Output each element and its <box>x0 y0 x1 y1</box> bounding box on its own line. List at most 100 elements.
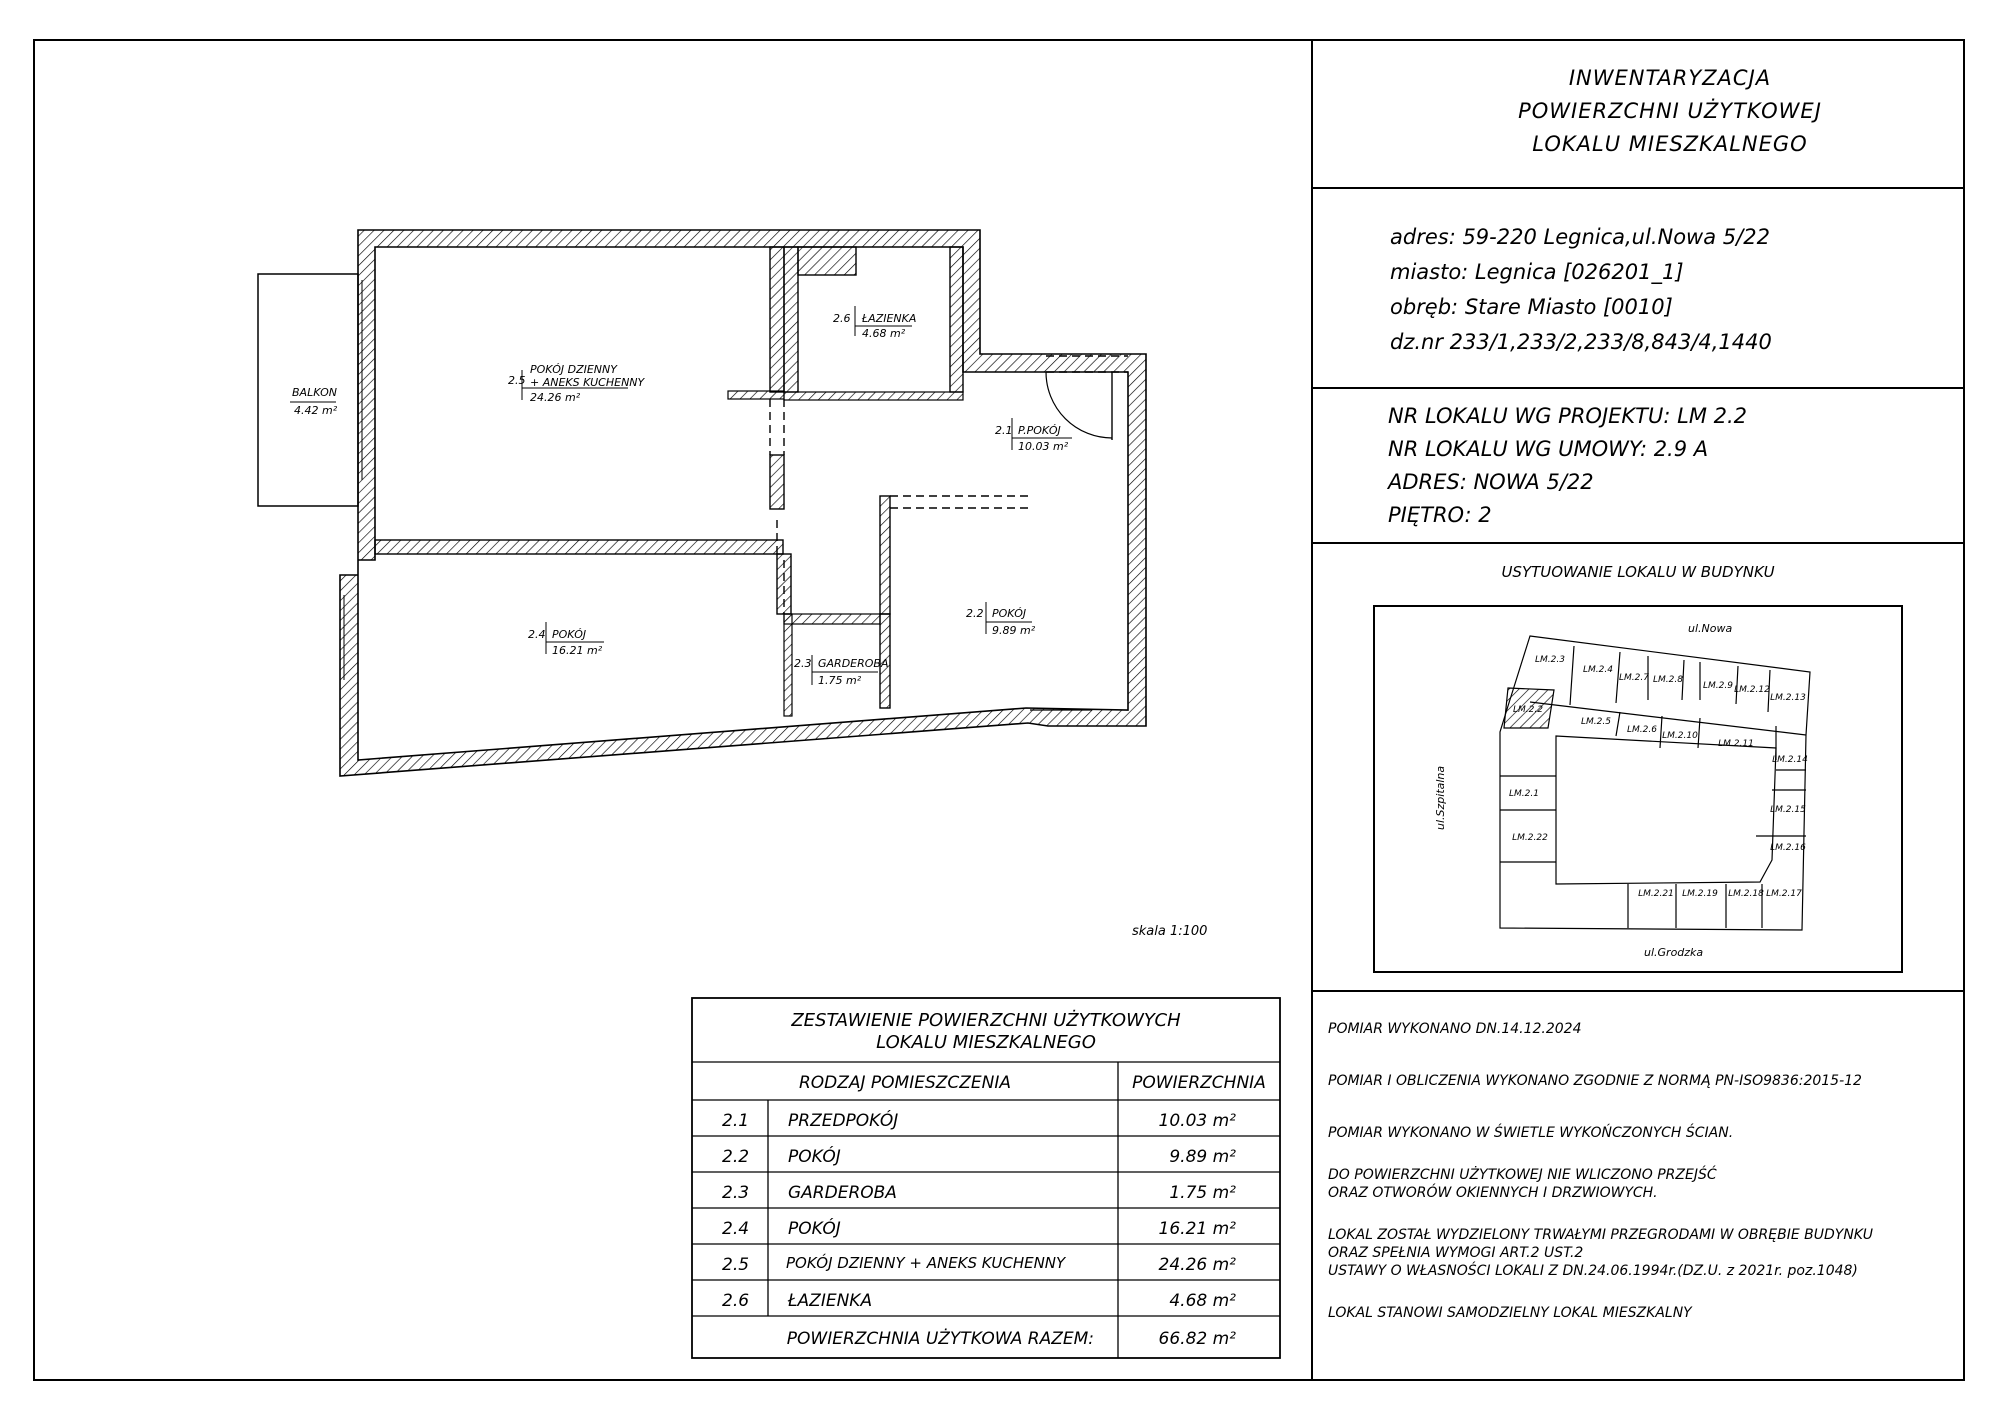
address-line: adres: 59-220 Legnica,ul.Nowa 5/22 <box>1390 225 1770 249</box>
interior-wall <box>727 390 785 400</box>
room-2-1-area: 10.03 m² <box>1018 440 1069 453</box>
map-unit-label: LM.2.8 <box>1653 675 1683 685</box>
street-top: ul.Nowa <box>1688 622 1732 635</box>
room-2-1-number: 2.1 <box>995 424 1013 437</box>
note-line: POMIAR WYKONANO DN.14.12.2024 <box>1328 1021 1582 1037</box>
map-unit-label: LM.2.12 <box>1734 685 1770 695</box>
title-line: INWENTARYZACJA <box>1568 66 1772 90</box>
interior-wall <box>769 454 785 510</box>
interior-wall <box>783 613 793 717</box>
map-unit-label: LM.2.21 <box>1638 889 1674 899</box>
address-line: miasto: Legnica [026201_1] <box>1390 260 1684 284</box>
total-label: POWIERZCHNIA UŻYTKOWA RAZEM: <box>787 1328 1094 1349</box>
room-2-6-number: 2.6 <box>833 312 851 325</box>
interior-wall <box>879 495 891 615</box>
map-unit-label: LM.2.7 <box>1619 673 1649 683</box>
room-2-4-number: 2.4 <box>528 628 546 641</box>
unit-info-line: ADRES: NOWA 5/22 <box>1388 470 1594 494</box>
row-name: GARDEROBA <box>788 1183 897 1203</box>
interior-wall <box>374 539 784 555</box>
map-unit-label: LM.2.2 <box>1513 705 1543 715</box>
room-2-3-area: 1.75 m² <box>818 674 862 687</box>
table-subtitle: LOKALU MIESZKALNEGO <box>876 1032 1096 1053</box>
map-unit-label: LM.2.9 <box>1703 681 1733 691</box>
street-left: ul.Szpitalna <box>1434 766 1447 830</box>
balcony-name: BALKON <box>292 386 337 399</box>
unit-info-line: PIĘTRO: 2 <box>1388 503 1492 527</box>
note-line: ORAZ OTWORÓW OKIENNYCH I DRZWIOWYCH. <box>1328 1185 1658 1201</box>
address-block: adres: 59-220 Legnica,ul.Nowa 5/22 miast… <box>1390 220 1772 360</box>
map-unit-label: LM.2.10 <box>1662 731 1698 741</box>
row-number: 2.6 <box>722 1291 749 1311</box>
room-2-4-name: POKÓJ <box>552 628 586 641</box>
map-unit-label: LM.2.13 <box>1770 693 1806 703</box>
room-2-6-area: 4.68 m² <box>862 327 906 340</box>
map-unit-label: LM.2.6 <box>1627 725 1657 735</box>
note-line: USTAWY O WŁASNOŚCI LOKALI Z DN.24.06.199… <box>1328 1263 1858 1279</box>
map-unit-label: LM.2.15 <box>1770 805 1806 815</box>
map-unit-label: LM.2.17 <box>1766 889 1802 899</box>
unit-info-line: NR LOKALU WG UMOWY: 2.9 A <box>1388 437 1709 461</box>
sheet-title: INWENTARYZACJA POWIERZCHNI UŻYTKOWEJ LOK… <box>1420 62 1920 161</box>
row-number: 2.4 <box>722 1219 749 1239</box>
sheet-frame <box>33 39 1965 1381</box>
total-value: 66.82 m² <box>1159 1329 1237 1349</box>
room-2-2-area: 9.89 m² <box>992 624 1036 637</box>
note-line: ORAZ SPEŁNIA WYMOGI ART.2 UST.2 <box>1328 1245 1584 1261</box>
interior-wall <box>949 246 964 393</box>
col-header-type: RODZAJ POMIESZCZENIA <box>799 1073 1011 1093</box>
location-map: LM.2.3 LM.2.4 LM.2.7 LM.2.8 LM.2.9 LM.2.… <box>1373 605 1903 973</box>
map-unit-label: LM.2.16 <box>1770 843 1806 853</box>
row-number: 2.5 <box>722 1255 749 1275</box>
location-title: USYTUOWANIE LOKALU W BUDYNKU <box>1501 563 1775 581</box>
row-area: 24.26 m² <box>1159 1255 1237 1275</box>
row-number: 2.3 <box>722 1183 749 1203</box>
map-unit-label: LM.2.1 <box>1509 789 1539 799</box>
room-2-3-name: GARDEROBA <box>818 657 889 670</box>
interior-wall <box>797 246 857 276</box>
unit-info-line: NR LOKALU WG PROJEKTU: LM 2.2 <box>1388 404 1748 428</box>
room-2-5-number: 2.5 <box>508 374 526 387</box>
room-2-1-name: P.POKÓJ <box>1018 424 1061 437</box>
row-name: PRZEDPOKÓJ <box>788 1109 898 1131</box>
title-line: POWIERZCHNI UŻYTKOWEJ <box>1518 99 1822 123</box>
room-2-5-area: 24.26 m² <box>530 391 581 404</box>
interior-wall <box>783 613 881 625</box>
address-line: obręb: Stare Miasto [0010] <box>1390 295 1673 319</box>
notes-block: POMIAR WYKONANO DN.14.12.2024 POMIAR I O… <box>1328 1020 1873 1322</box>
row-number: 2.2 <box>722 1147 749 1167</box>
row-name: POKÓJ <box>788 1217 841 1239</box>
row-area: 9.89 m² <box>1169 1147 1236 1167</box>
note-line: DO POWIERZCHNI UŻYTKOWEJ NIE WLICZONO PR… <box>1328 1167 1717 1183</box>
map-unit-label: LM.2.4 <box>1583 665 1613 675</box>
note-line: POMIAR WYKONANO W ŚWIETLE WYKOŃCZONYCH Ś… <box>1328 1125 1734 1141</box>
interior-wall <box>769 246 785 393</box>
note-line: POMIAR I OBLICZENIA WYKONANO ZGODNIE Z N… <box>1328 1073 1862 1089</box>
street-bottom: ul.Grodzka <box>1644 946 1703 959</box>
row-number: 2.1 <box>722 1111 749 1131</box>
area-table: ZESTAWIENIE POWIERZCHNI UŻYTKOWYCH LOKAL… <box>691 997 1281 1359</box>
room-2-2-number: 2.2 <box>966 607 984 620</box>
row-name: POKÓJ <box>788 1145 841 1167</box>
address-line: dz.nr 233/1,233/2,233/8,843/4,1440 <box>1390 330 1772 354</box>
title-line: LOKALU MIESZKALNEGO <box>1532 132 1808 156</box>
row-area: 1.75 m² <box>1169 1183 1236 1203</box>
room-2-5-name2: + ANEKS KUCHENNY <box>530 376 646 389</box>
row-area: 4.68 m² <box>1169 1291 1236 1311</box>
row-name: ŁAZIENKA <box>787 1291 872 1311</box>
map-unit-label: LM.2.11 <box>1718 739 1754 749</box>
scale-label: skala 1:100 <box>1132 924 1207 939</box>
col-header-area: POWIERZCHNIA <box>1132 1073 1266 1093</box>
map-unit-label: LM.2.19 <box>1682 889 1718 899</box>
room-2-2-name: POKÓJ <box>992 607 1026 620</box>
row-area: 10.03 m² <box>1159 1111 1237 1131</box>
map-unit-label: LM.2.14 <box>1772 755 1808 765</box>
row-name: POKÓJ DZIENNY + ANEKS KUCHENNY <box>786 1253 1067 1272</box>
room-2-6-name: ŁAZIENKA <box>861 312 916 325</box>
table-title: ZESTAWIENIE POWIERZCHNI UŻYTKOWYCH <box>790 1010 1181 1031</box>
note-line: LOKAL ZOSTAŁ WYDZIELONY TRWAŁYMI PRZEGRO… <box>1328 1227 1873 1243</box>
room-2-5-name: POKÓJ DZIENNY <box>530 363 618 376</box>
room-2-4-area: 16.21 m² <box>552 644 603 657</box>
map-unit-label: LM.2.22 <box>1512 833 1548 843</box>
